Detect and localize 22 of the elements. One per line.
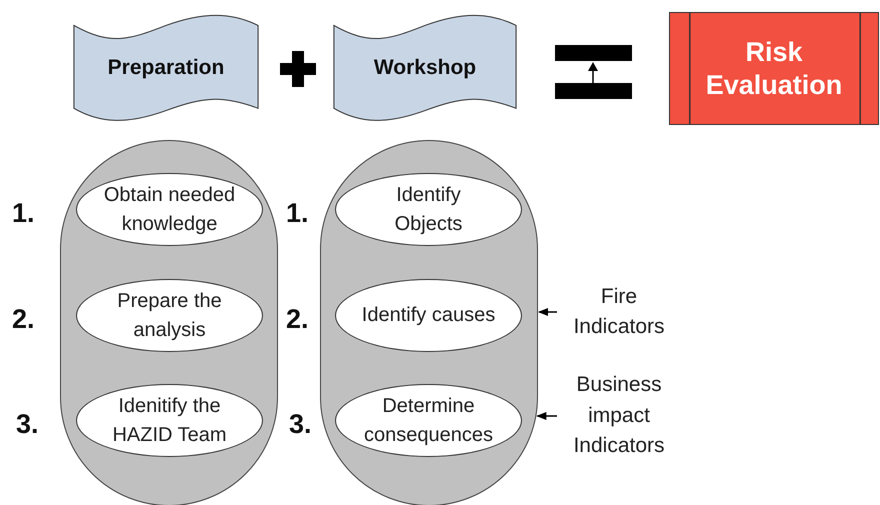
step-number: 1. (286, 197, 309, 230)
document-shape (73, 12, 259, 124)
node-text: Prepare the analysis (116, 288, 223, 342)
node-text: Determine consequences (363, 394, 494, 448)
node-text: Obtain needed knowledge (102, 182, 236, 236)
node-text: Identify Objects (394, 182, 464, 236)
step-number: 3. (289, 408, 312, 441)
arrow (536, 412, 557, 420)
step-number: 2. (286, 303, 309, 336)
process-box (669, 12, 879, 125)
step-number: 1. (12, 197, 35, 230)
step-number: 3. (16, 408, 39, 441)
node-text: Preparation (108, 56, 224, 80)
step-number: 2. (12, 303, 35, 336)
node-text: Idenitify the HAZID Team (111, 394, 228, 448)
node-text: Workshop (374, 56, 476, 80)
document-shape (333, 12, 517, 124)
arrow (538, 308, 557, 316)
node-text: Risk Evaluation (704, 36, 844, 101)
node-text: Identify causes (362, 303, 496, 328)
indicator-text: Business impact Indicators (572, 372, 666, 460)
indicator-text: Fire Indicators (572, 284, 666, 340)
